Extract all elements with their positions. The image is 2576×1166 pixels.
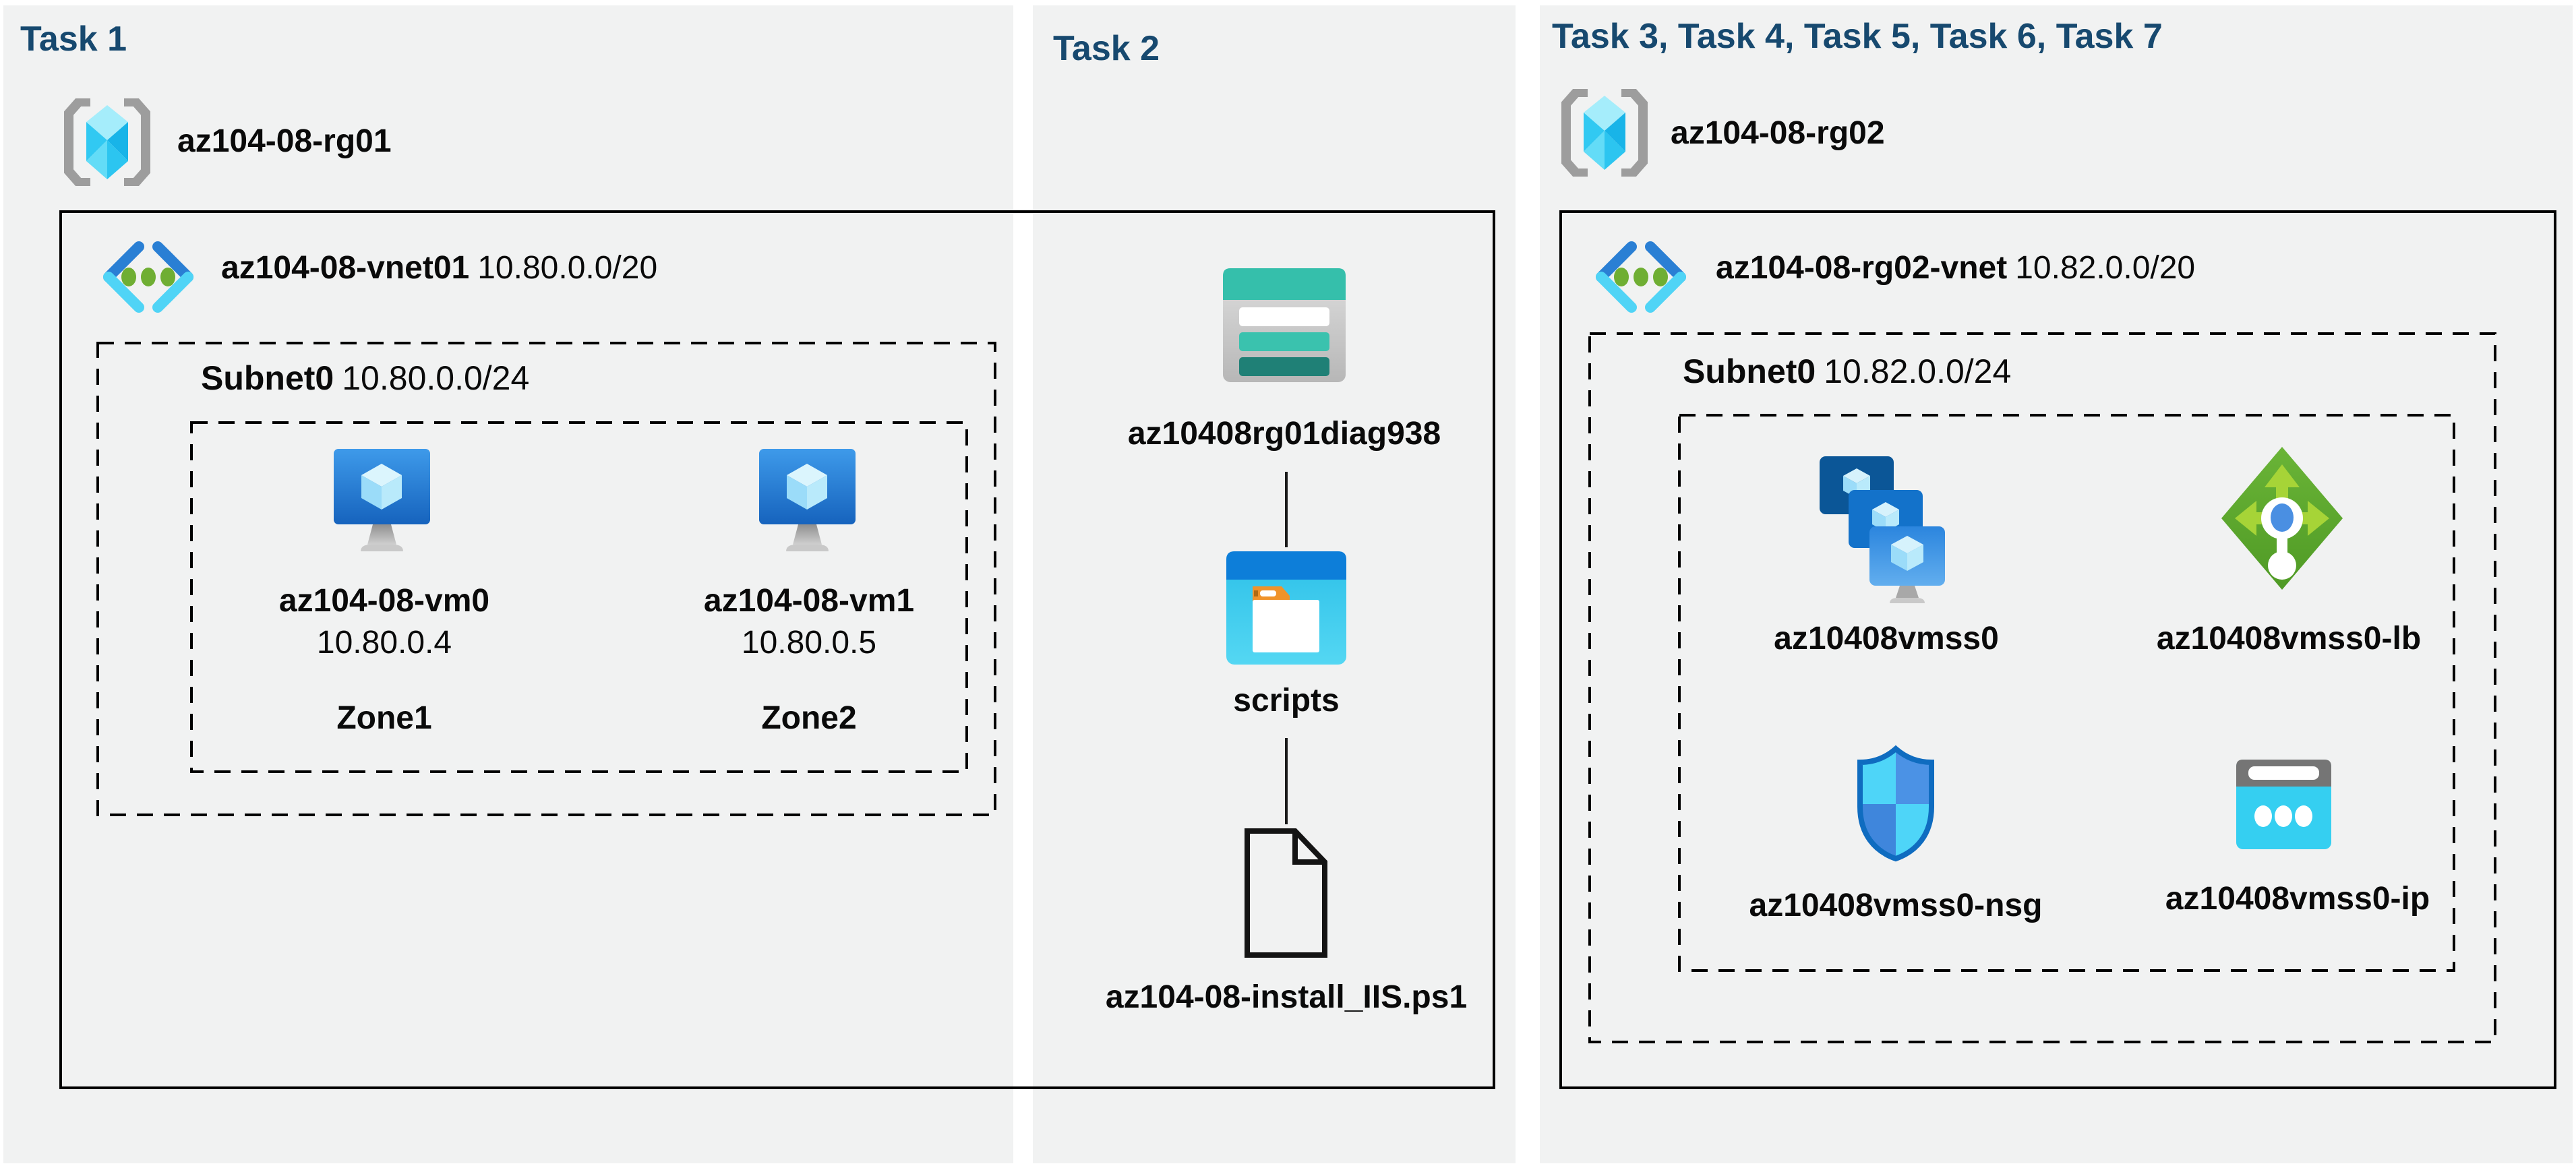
- connector-container-file: [1285, 738, 1288, 824]
- container-name: scripts: [1233, 683, 1340, 718]
- public-ip-icon: [2236, 760, 2331, 849]
- vm0-name: az104-08-vm0: [278, 583, 490, 619]
- subnet2-name: Subnet0: [1683, 352, 1816, 390]
- vm1-name: az104-08-vm1: [703, 583, 915, 619]
- nsg-icon: [1855, 745, 1937, 863]
- vmss-icon: [1820, 456, 1945, 603]
- vm1-ip: 10.80.0.5: [741, 625, 877, 661]
- virtual-network-icon: [1592, 241, 1689, 313]
- connector-storage-container: [1285, 472, 1288, 547]
- vnet1-boundary: [59, 210, 1495, 1089]
- vmss-group-boundary: [1678, 414, 2455, 972]
- vmss-name: az10408vmss0: [1774, 621, 1999, 656]
- task2-title: Task 2: [1053, 29, 1160, 68]
- vm1-zone: Zone2: [761, 700, 857, 736]
- blob-container-icon: [1226, 551, 1346, 665]
- virtual-network-icon: [100, 241, 197, 313]
- storage-account-icon: [1223, 268, 1346, 382]
- resource-group-icon: [62, 98, 152, 186]
- subnet1-cidr: 10.80.0.0/24: [342, 359, 530, 397]
- resource-group-name: az104-08-rg01: [177, 123, 392, 159]
- subnet1-boundary: [96, 342, 996, 816]
- storage-account-name: az10408rg01diag938: [1127, 416, 1441, 452]
- load-balancer-name: az10408vmss0-lb: [2156, 621, 2422, 656]
- subnet2-cidr: 10.82.0.0/24: [1824, 352, 2012, 390]
- vnet2-boundary: [1559, 210, 2556, 1089]
- zones-boundary: [190, 421, 968, 773]
- load-balancer-icon: [2221, 447, 2343, 590]
- task3-title: Task 3, Task 4, Task 5, Task 6, Task 7: [1552, 17, 2163, 56]
- virtual-machine-icon: [334, 449, 430, 557]
- vnet2-cidr: 10.82.0.0/20: [2015, 250, 2196, 286]
- resource-group-icon: [1559, 89, 1650, 177]
- virtual-machine-icon: [759, 449, 856, 557]
- powershell-file-icon: [1244, 828, 1328, 958]
- vnet1-name: az104-08-vnet01: [221, 250, 470, 286]
- public-ip-name: az10408vmss0-ip: [2165, 881, 2430, 917]
- task1-panel: [3, 5, 1013, 1163]
- vnet2-name: az104-08-rg02-vnet: [1716, 250, 2008, 286]
- subnet2-boundary: [1588, 332, 2496, 1043]
- vm0-zone: Zone1: [336, 700, 432, 736]
- subnet1-name: Subnet0: [201, 359, 334, 397]
- vnet1-cidr: 10.80.0.0/20: [477, 250, 658, 286]
- script-file-name: az104-08-install_IIS.ps1: [1105, 979, 1468, 1015]
- resource-group2-name: az104-08-rg02: [1671, 115, 1885, 151]
- task1-title: Task 1: [20, 20, 127, 59]
- vm0-ip: 10.80.0.4: [316, 625, 452, 661]
- nsg-name: az10408vmss0-nsg: [1749, 888, 2043, 923]
